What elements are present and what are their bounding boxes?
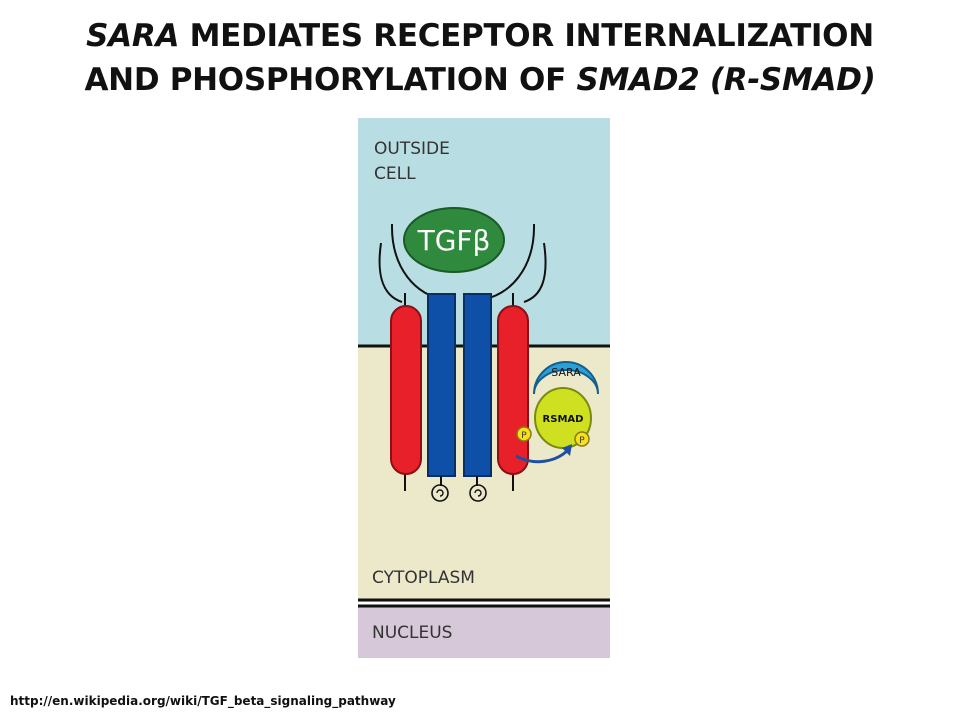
title-sara-italic: SARA [86,18,180,54]
cytoplasm-label: CYTOPLASM [372,568,475,588]
ligand-binding-arc-outer [378,242,403,303]
phosphorylation-arrow [515,448,570,464]
rsmad-phosphate [574,431,590,447]
left-kinase-coil-inner [436,489,444,497]
left-type2-receptor [427,293,456,477]
title-line-2-text: AND PHOSPHORYLATION OF [84,62,577,98]
tgf-beta-signaling-diagram: OUTSIDE CELL CYTOPLASM NUCLEUS TGFβ SARA… [358,118,610,658]
tgf-beta-ligand [403,207,505,273]
title-line-1-text: MEDIATES RECEPTOR INTERNALIZATION [179,18,875,54]
sara-label: SARA [551,366,581,379]
outside-cell-label-line-1: OUTSIDE [374,139,450,159]
nucleus-label: NUCLEUS [372,623,452,643]
rsmad-label: RSMAD [543,414,584,425]
outside-cell-label-line-2: CELL [374,164,416,184]
receptor-phosphate-label: P [521,431,527,441]
right-type1-receptor [497,305,529,475]
left-type1-receptor [390,305,422,475]
rsmad-phosphate-label: P [579,436,585,446]
right-type2-receptor [463,293,492,477]
ligand-binding-arc-outer-right [523,242,547,303]
title-smad2-italic: SMAD2 (R-SMAD) [576,62,876,98]
nucleus-region [358,606,610,658]
source-url[interactable]: http://en.wikipedia.org/wiki/TGF_beta_si… [10,694,396,708]
title-line-1: SARA MEDIATES RECEPTOR INTERNALIZATION [0,14,960,58]
tgf-beta-label: TGFβ [417,224,491,257]
left-kinase-coil [431,484,449,502]
phosphorylation-arrowhead [562,444,572,456]
title-line-2: AND PHOSPHORYLATION OF SMAD2 (R-SMAD) [0,58,960,102]
right-kinase-coil [469,484,487,502]
sara-protein [533,361,599,395]
receptor-phosphate [516,426,532,442]
slide-title: SARA MEDIATES RECEPTOR INTERNALIZATION A… [0,14,960,102]
right-kinase-coil-inner [474,489,482,497]
